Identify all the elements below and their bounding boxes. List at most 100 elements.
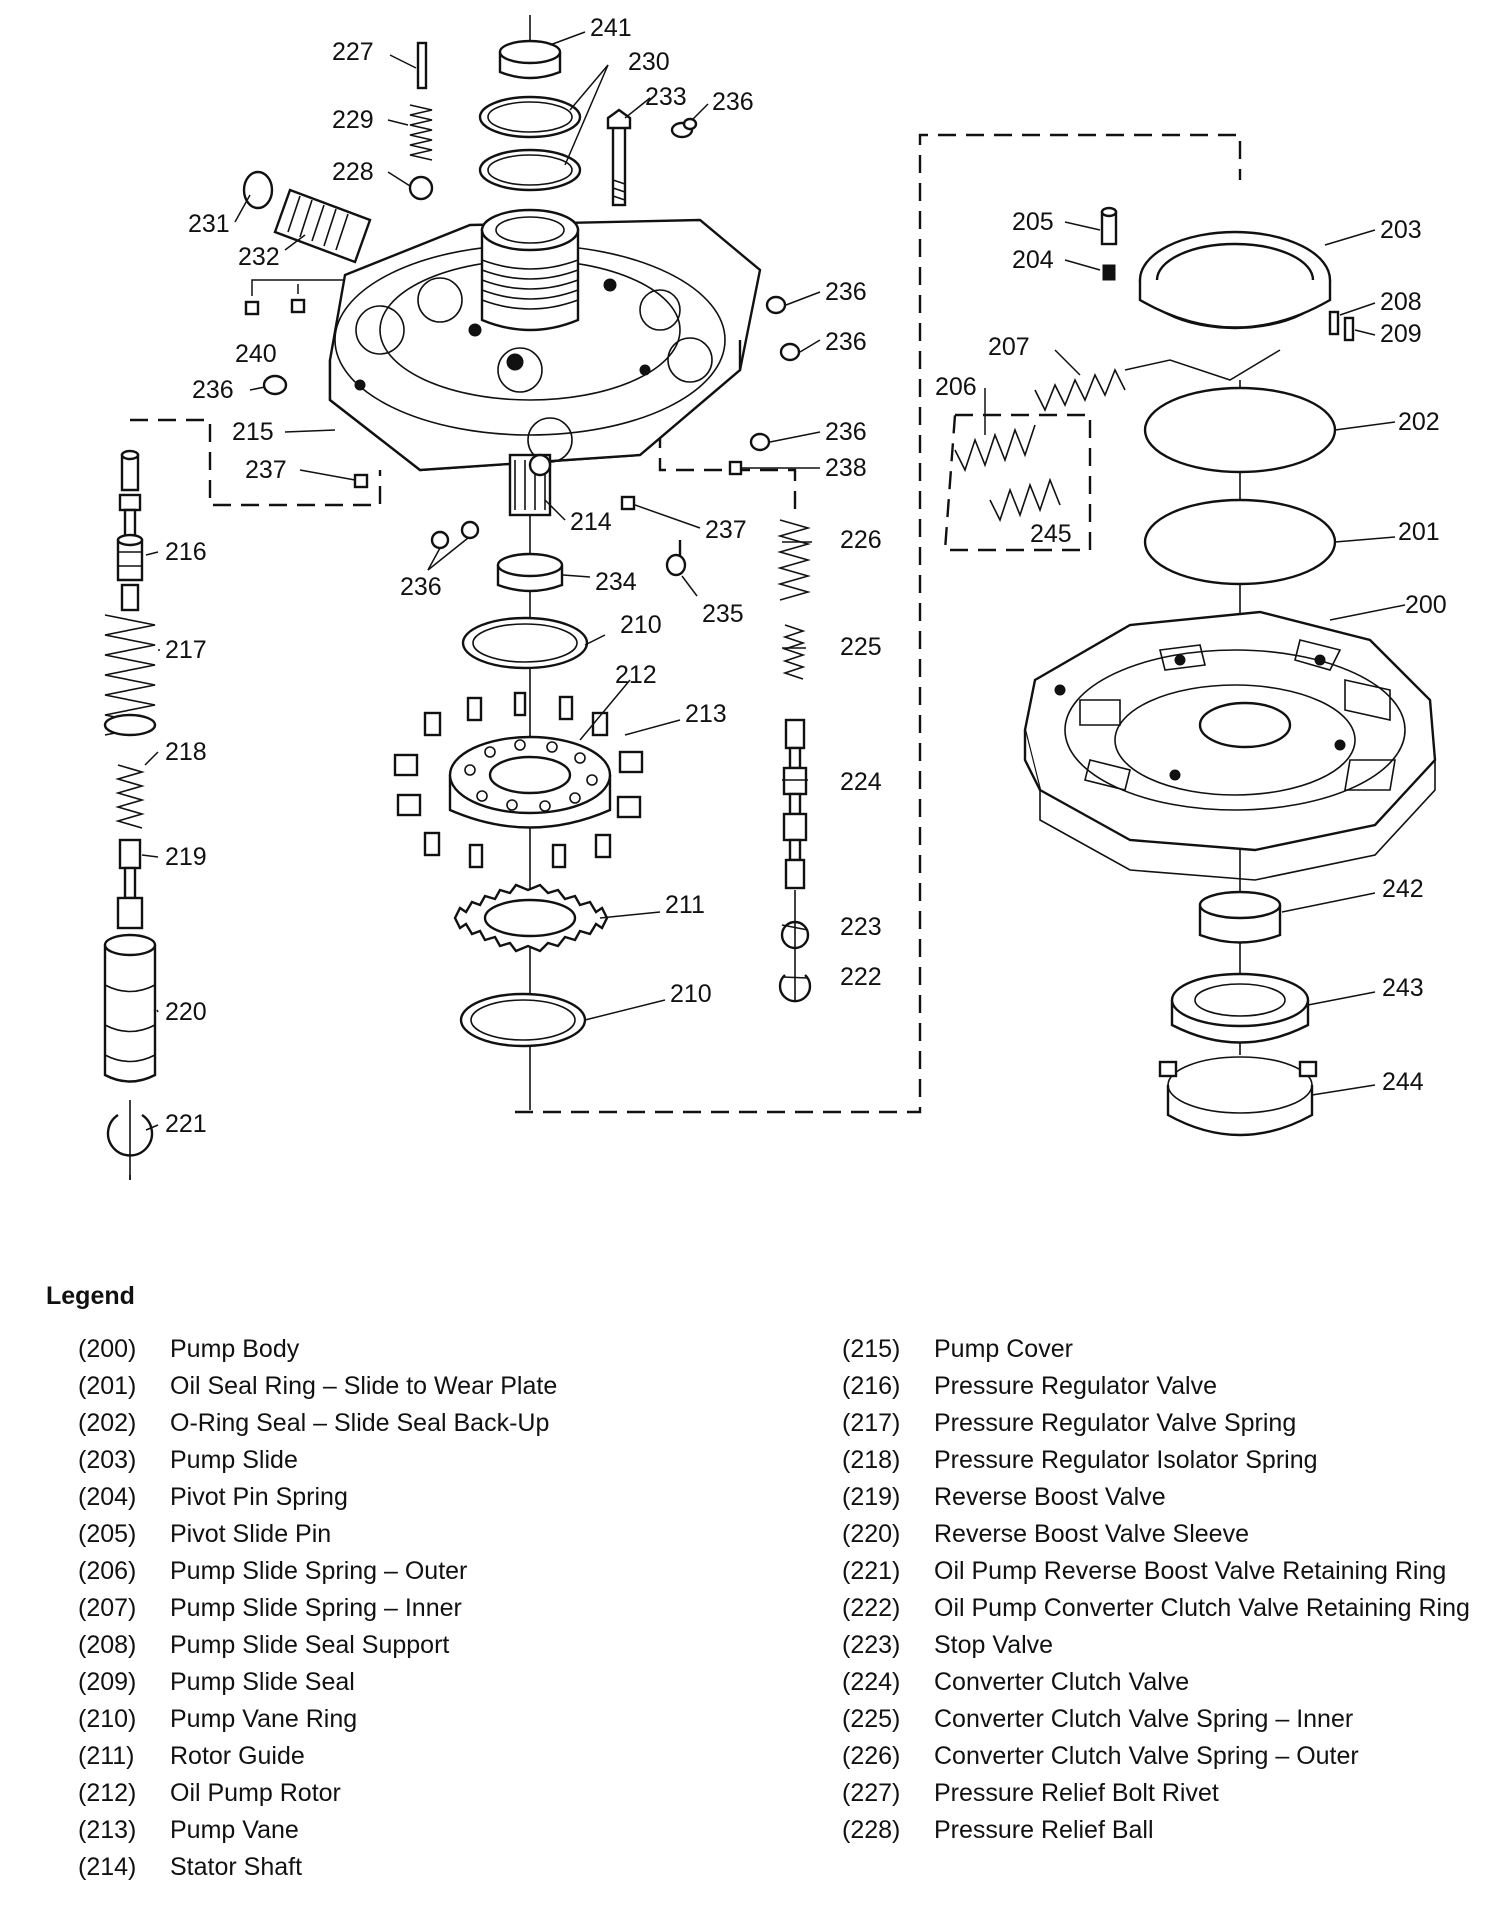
- callout-212: 212: [615, 661, 657, 689]
- callout-236-e: 236: [825, 418, 867, 446]
- callout-236-f: 236: [400, 573, 442, 601]
- legend: Legend (200)Pump Body(201)Oil Seal Ring …: [0, 1270, 1504, 1910]
- legend-entry-name: Pump Slide Seal: [170, 1668, 355, 1696]
- callout-229: 229: [332, 106, 374, 134]
- callout-200: 200: [1405, 591, 1447, 619]
- legend-entry: (203) Pump Slide: [78, 1445, 758, 1475]
- legend-entry: (218) Pressure Regulator Isolator Spring: [842, 1445, 1482, 1475]
- leader-lines: [141, 31, 1406, 1131]
- callout-204: 204: [1012, 246, 1054, 274]
- legend-entry: (208)Pump Slide Seal Support: [78, 1630, 758, 1660]
- callout-203: 203: [1380, 216, 1422, 244]
- legend-entry-number: (225): [842, 1705, 901, 1733]
- legend-entry-name: Converter Clutch Valve Spring – Outer: [934, 1742, 1359, 1770]
- callout-244: 244: [1382, 1068, 1424, 1096]
- legend-entry-number: (212): [78, 1779, 137, 1807]
- legend-entry-number: (213): [78, 1816, 137, 1844]
- legend-entry-name: Pump Slide: [170, 1446, 298, 1474]
- callout-235: 235: [702, 600, 744, 628]
- legend-entry: (211) Rotor Guide: [78, 1741, 758, 1771]
- plugs-group: [262, 295, 801, 577]
- legend-entry-number: (204): [78, 1483, 137, 1511]
- callout-208: 208: [1380, 288, 1422, 316]
- legend-entry: (221) Oil Pump Reverse Boost Valve Retain…: [842, 1556, 1482, 1586]
- legend-entry-name: Pressure Regulator Valve Spring: [934, 1409, 1297, 1437]
- callout-224: 224: [840, 768, 882, 796]
- legend-entry-number: (221): [842, 1557, 901, 1585]
- legend-entry: (225) Converter Clutch Valve Spring – Inn…: [842, 1704, 1482, 1734]
- legend-entry-number: (201): [78, 1372, 137, 1400]
- callout-236-c: 236: [825, 328, 867, 356]
- legend-entry-number: (224): [842, 1668, 901, 1696]
- pump-cover-drawing: [328, 208, 762, 517]
- callout-230: 230: [628, 48, 670, 76]
- legend-entry-number: (211): [78, 1742, 135, 1770]
- legend-entry: (222)Oil Pump Converter Clutch Valve Ret…: [842, 1593, 1482, 1623]
- legend-entry-number: (205): [78, 1520, 137, 1548]
- legend-entry-name: Converter Clutch Valve Spring – Inner: [934, 1705, 1354, 1733]
- legend-entry-number: (217): [842, 1409, 901, 1437]
- legend-column-left: (200)Pump Body (201)Oil Seal Ring – Slide…: [78, 1334, 758, 1889]
- callout-206: 206: [935, 373, 977, 401]
- callout-201: 201: [1398, 518, 1440, 546]
- legend-entry-name: Pressure Regulator Valve: [934, 1372, 1218, 1400]
- legend-entry: (200)Pump Body: [78, 1334, 758, 1364]
- legend-entry-number: (223): [842, 1631, 901, 1659]
- legend-entry-number: (203): [78, 1446, 137, 1474]
- legend-entry-number: (220): [842, 1520, 901, 1548]
- legend-entry-number: (207): [78, 1594, 137, 1622]
- legend-entry: (215)Pump Cover: [842, 1334, 1482, 1364]
- legend-entry: (204) Pivot Pin Spring: [78, 1482, 758, 1512]
- legend-entry-name: Stator Shaft: [170, 1853, 303, 1881]
- legend-entry-name: Oil Pump Rotor: [170, 1779, 341, 1807]
- callout-215: 215: [232, 418, 274, 446]
- callout-231: 231: [188, 210, 230, 238]
- legend-entry-number: (200): [78, 1335, 137, 1363]
- legend-entry-number: (216): [842, 1372, 901, 1400]
- pressure-regulator-stack: [103, 449, 157, 1180]
- callout-219: 219: [165, 843, 207, 871]
- center-stack: [393, 552, 644, 1048]
- legend-entry-name: Oil Pump Reverse Boost Valve Retaining R…: [934, 1557, 1447, 1585]
- callout-236-a: 236: [712, 88, 754, 116]
- callout-labels: 200 201 202 203 204 205 206 207 208 209 …: [165, 14, 1447, 1138]
- callout-245: 245: [1030, 520, 1072, 548]
- legend-entry: (214) Stator Shaft: [78, 1852, 758, 1882]
- top-components: [242, 39, 698, 316]
- legend-column-right: (215)Pump Cover (216) Pressure Regulator V…: [842, 1334, 1482, 1852]
- legend-entry: (202)O-Ring Seal – Slide Seal Back-Up: [78, 1408, 758, 1438]
- legend-entry: (210)Pump Vane Ring: [78, 1704, 758, 1734]
- legend-entry: (206)Pump Slide Spring – Outer: [78, 1556, 758, 1586]
- legend-entry: (205)Pivot Slide Pin: [78, 1519, 758, 1549]
- legend-entry-name: Pivot Pin Spring: [170, 1483, 348, 1511]
- callout-217: 217: [165, 636, 207, 664]
- legend-entry: (213)Pump Vane: [78, 1815, 758, 1845]
- legend-entry-number: (202): [78, 1409, 137, 1437]
- callout-210-upper: 210: [620, 611, 662, 639]
- legend-entry: (227)Pressure Relief Bolt Rivet: [842, 1778, 1482, 1808]
- callout-237-right: 237: [705, 516, 747, 544]
- legend-entry-number: (228): [842, 1816, 901, 1844]
- legend-entry: (216) Pressure Regulator Valve: [842, 1371, 1482, 1401]
- legend-entry-name: Rotor Guide: [170, 1742, 305, 1770]
- legend-entry-number: (214): [78, 1853, 137, 1881]
- callout-237-left: 237: [245, 456, 287, 484]
- callout-205: 205: [1012, 208, 1054, 236]
- callout-236-b: 236: [825, 278, 867, 306]
- legend-entry-number: (215): [842, 1335, 901, 1363]
- bottom-right-components: [1158, 890, 1318, 1137]
- callout-207: 207: [988, 333, 1030, 361]
- callout-238: 238: [825, 454, 867, 482]
- callout-242: 242: [1382, 875, 1424, 903]
- callout-213: 213: [685, 700, 727, 728]
- legend-entry-name: Converter Clutch Valve: [934, 1668, 1190, 1696]
- legend-entry: (201)Oil Seal Ring – Slide to Wear Plate: [78, 1371, 758, 1401]
- legend-entry-number: (218): [842, 1446, 901, 1474]
- legend-entry: (219)Reverse Boost Valve: [842, 1482, 1482, 1512]
- exploded-view-diagram: 200 201 202 203 204 205 206 207 208 209 …: [103, 14, 1447, 1180]
- legend-entry-name: Pressure Regulator Isolator Spring: [934, 1446, 1318, 1474]
- callout-234: 234: [595, 568, 637, 596]
- legend-entry-name: Oil Pump Converter Clutch Valve Retainin…: [934, 1594, 1470, 1622]
- callout-232: 232: [238, 243, 280, 271]
- legend-entry-number: (219): [842, 1483, 901, 1511]
